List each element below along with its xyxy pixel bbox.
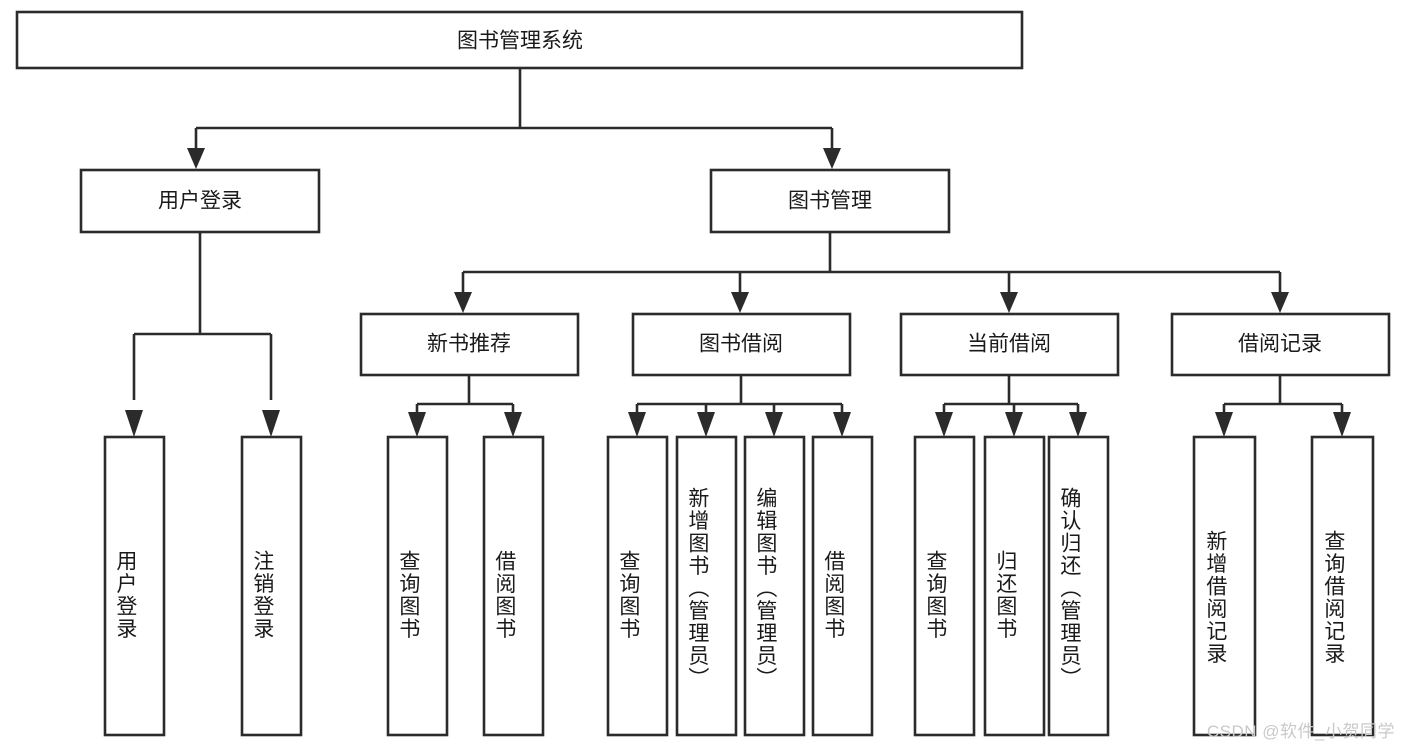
node-book-management[interactable]: 图书管理: [709, 168, 951, 234]
leaf-box-book-borrow-1[interactable]: [606, 435, 669, 737]
arrow-head-icon: [1000, 292, 1018, 313]
leaf-box-book-borrow-4[interactable]: [811, 435, 874, 737]
node-user-login-label: 用户登录: [158, 190, 242, 213]
leaf-box-current-borrow-3[interactable]: [1047, 435, 1110, 737]
arrow-head-icon: [187, 148, 205, 169]
connector-book-mgmt-to-level3: [454, 232, 1289, 313]
arrow-head-icon: [823, 148, 841, 169]
arrow-head-icon: [408, 412, 426, 437]
node-borrow-record-label: 借阅记录: [1238, 333, 1322, 356]
leaf-box-borrow-record-1[interactable]: [1192, 435, 1257, 737]
connector-root-to-level2: [187, 68, 841, 169]
arrow-head-icon: [935, 412, 953, 437]
arrow-head-icon: [1333, 412, 1351, 437]
node-book-borrow-label: 图书借阅: [699, 333, 783, 356]
arrow-head-icon: [731, 292, 749, 313]
node-book-management-label: 图书管理: [788, 190, 872, 213]
leaf-box-current-borrow-2[interactable]: [983, 435, 1046, 737]
node-book-borrow[interactable]: 图书借阅: [631, 312, 852, 377]
node-borrow-record[interactable]: 借阅记录: [1170, 312, 1391, 377]
arrow-head-icon: [628, 412, 646, 437]
connector-user-login-to-leaves: [125, 232, 280, 437]
arrow-head-icon: [833, 412, 851, 437]
arrow-head-icon: [1005, 412, 1023, 437]
arrow-head-icon: [1069, 412, 1087, 437]
arrow-head-icon: [1215, 412, 1233, 437]
leaf-box-new-book-1[interactable]: [386, 435, 449, 737]
arrow-head-icon: [454, 292, 472, 313]
watermark-text: CSDN @软件_小贺同学: [1206, 722, 1395, 741]
node-new-book-recommend[interactable]: 新书推荐: [359, 312, 580, 377]
node-user-login[interactable]: 用户登录: [79, 168, 321, 234]
arrow-head-icon: [125, 410, 143, 437]
arrow-head-icon: [504, 412, 522, 437]
leaf-box-new-book-2[interactable]: [482, 435, 545, 737]
leaf-box-book-borrow-3[interactable]: [743, 435, 806, 737]
connector-book-borrow-to-leaves: [628, 375, 851, 437]
leaf-box-book-borrow-2[interactable]: [675, 435, 738, 737]
leaf-box-user-login-2[interactable]: [240, 435, 303, 737]
connector-new-book-to-leaves: [408, 375, 522, 437]
connector-borrow-record-to-leaves: [1215, 375, 1351, 437]
arrow-head-icon: [262, 410, 280, 437]
node-root-label: 图书管理系统: [457, 30, 583, 53]
node-current-borrow[interactable]: 当前借阅: [899, 312, 1120, 377]
leaf-box-user-login-1[interactable]: [103, 435, 166, 737]
connector-current-borrow-to-leaves: [935, 375, 1087, 437]
leaf-box-borrow-record-2[interactable]: [1310, 435, 1375, 737]
node-new-book-recommend-label: 新书推荐: [427, 333, 511, 356]
node-root-system[interactable]: 图书管理系统: [15, 10, 1024, 70]
arrow-head-icon: [1271, 292, 1289, 313]
arrow-head-icon: [697, 412, 715, 437]
node-current-borrow-label: 当前借阅: [967, 333, 1051, 356]
leaf-box-current-borrow-1[interactable]: [913, 435, 976, 737]
arrow-head-icon: [765, 412, 783, 437]
